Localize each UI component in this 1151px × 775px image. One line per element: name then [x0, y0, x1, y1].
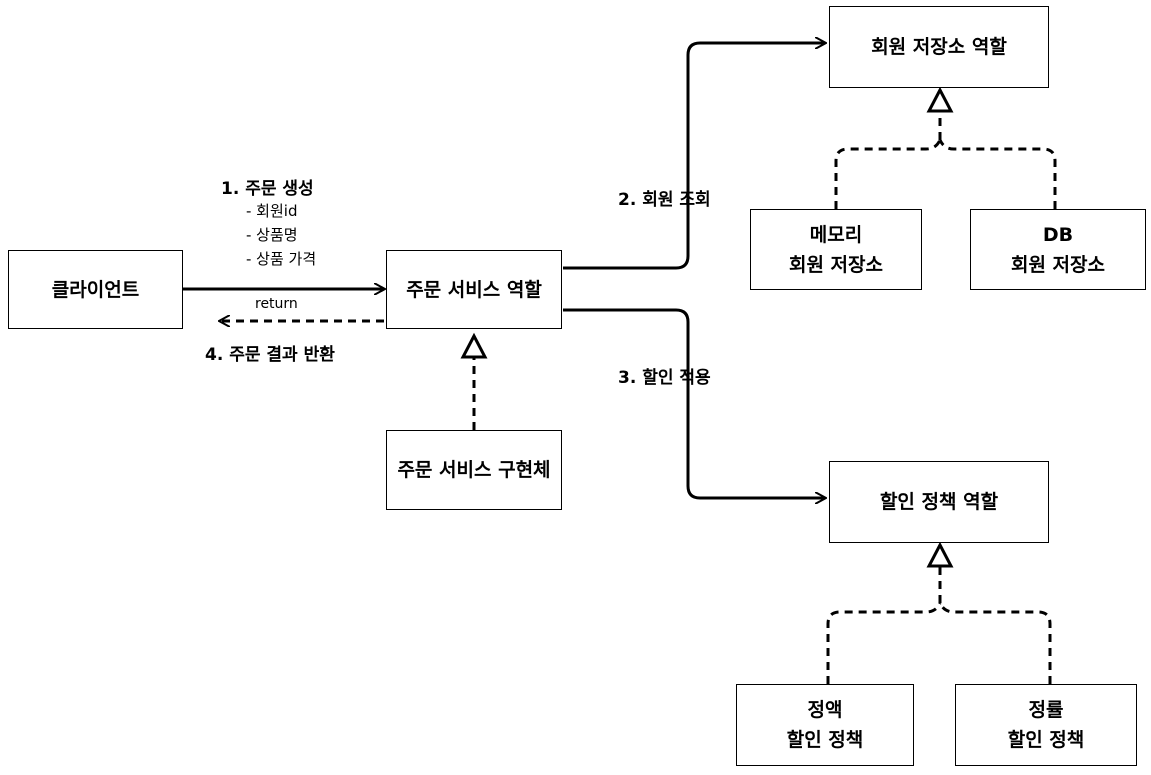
member-repo-role-node: 회원 저장소 역할: [829, 6, 1049, 88]
db-repo-realization: [938, 139, 1057, 209]
client-label: 클라이언트: [51, 278, 140, 301]
create-order-detail-2: - 상품명: [246, 226, 298, 244]
fixed-discount-line1: 정액: [807, 699, 843, 721]
member-repo-role-label: 회원 저장소 역할: [871, 36, 1007, 58]
order-service-role-node: 주문 서비스 역할: [386, 250, 562, 329]
apply-discount-label: 3. 할인 적용: [618, 368, 711, 388]
db-repo-line2: 회원 저장소: [1010, 253, 1105, 276]
fixed-discount-line2: 할인 정책: [786, 729, 864, 751]
create-order-detail-3: - 상품 가격: [246, 250, 317, 268]
db-repo-node: DB 회원 저장소: [970, 209, 1146, 290]
fixed-discount-realization: [826, 602, 942, 684]
member-lookup-arrow: [563, 43, 825, 270]
memory-repo-node: 메모리 회원 저장소: [750, 209, 922, 290]
order-service-impl-label: 주문 서비스 구현체: [397, 459, 551, 481]
member-realization-triangle: [926, 86, 954, 113]
rate-discount-node: 정률 할인 정책: [955, 684, 1137, 766]
order-service-role-label: 주문 서비스 역할: [406, 278, 542, 301]
create-order-label: 1. 주문 생성: [221, 179, 314, 199]
discount-policy-role-node: 할인 정책 역할: [829, 461, 1049, 543]
create-order-detail-1: - 회원id: [246, 202, 298, 220]
order-realization-triangle: [460, 332, 488, 359]
fixed-discount-node: 정액 할인 정책: [736, 684, 914, 766]
rate-discount-line2: 할인 정책: [1007, 729, 1085, 751]
discount-realization-triangle: [926, 541, 954, 568]
apply-discount-arrow: [563, 308, 825, 498]
member-lookup-label: 2. 회원 조회: [618, 190, 711, 210]
client-node: 클라이언트: [8, 250, 183, 329]
memory-repo-line2: 회원 저장소: [788, 253, 883, 276]
memory-repo-line1: 메모리: [809, 223, 863, 246]
order-service-impl-node: 주문 서비스 구현체: [386, 430, 562, 510]
rate-discount-realization: [938, 602, 1052, 684]
rate-discount-line1: 정률: [1028, 699, 1064, 721]
return-result-label: 4. 주문 결과 반환: [205, 345, 335, 365]
return-label: return: [255, 296, 298, 312]
memory-repo-realization: [834, 139, 942, 209]
discount-policy-role-label: 할인 정책 역할: [879, 491, 999, 513]
db-repo-line1: DB: [1042, 223, 1074, 246]
